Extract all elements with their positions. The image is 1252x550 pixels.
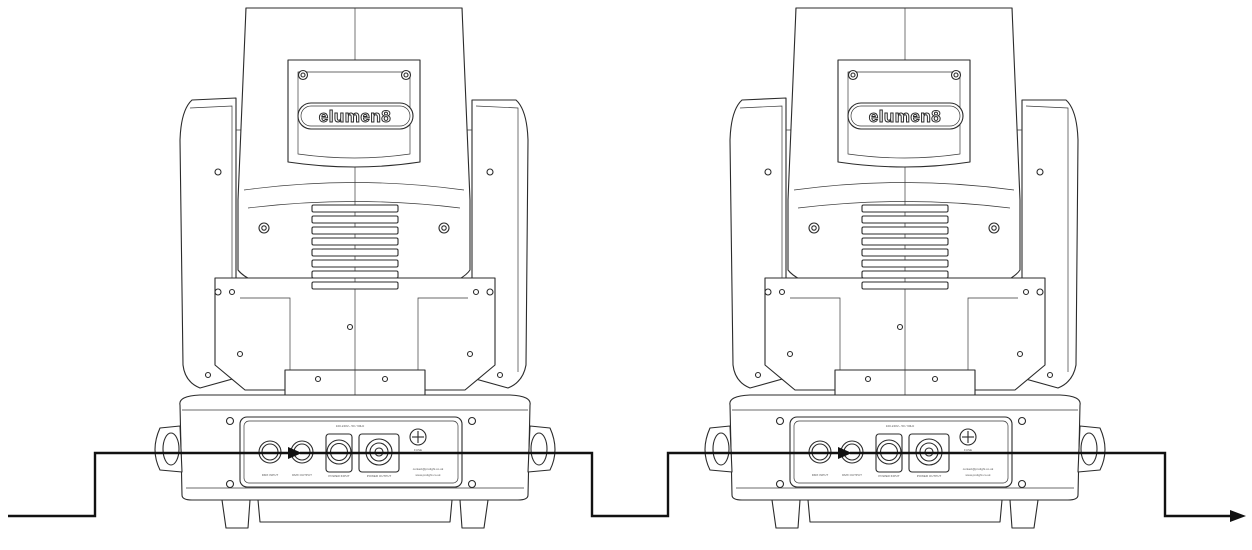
fixture-1-power-input-label: POWER INPUT (328, 474, 349, 478)
fixture-2-power-input-label: POWER INPUT (878, 474, 899, 478)
fixture-2-power-output-label: POWER OUTPUT (917, 474, 942, 478)
fixture-2-footer-1: contact@prolight.co.uk (963, 467, 994, 471)
dmx-cable-out (850, 451, 1232, 518)
dmx-cable-link (300, 451, 840, 518)
fixture-1-footer-1: contact@prolight.co.uk (413, 467, 444, 471)
fixture-1-panel-label: 100-240V~ 50 / 60Hz (336, 424, 365, 428)
dmx-cable-in (8, 451, 290, 518)
fixture-1-brand: elumen8 (319, 107, 391, 126)
fixture-2-brand: elumen8 (869, 107, 941, 126)
fixture-2-panel-label: 100-240V~ 50 / 60Hz (886, 424, 915, 428)
fixture-1-footer-2: www.prolight.co.uk (415, 473, 441, 477)
fixture-1: elumen8 100-240V~ 50 / 60Hz DMX INPUT DM… (154, 7, 556, 529)
dmx-in-arrowhead-1 (288, 447, 302, 459)
fixture-1-dmx-output-label: DMX OUTPUT (292, 473, 312, 477)
fixture-2-dmx-output-label: DMX OUTPUT (842, 473, 862, 477)
dmx-out-arrowhead (1230, 510, 1246, 522)
fixture-2-fuse-label: FUSE (964, 448, 972, 452)
fixture-1-fuse-label: FUSE (414, 448, 422, 452)
fixture-2-footer-2: www.prolight.co.uk (965, 473, 991, 477)
fixture-1-dmx-input-label: DMX INPUT (262, 473, 279, 477)
fixture-2-dmx-input-label: DMX INPUT (812, 473, 829, 477)
fixture-1-power-output-label: POWER OUTPUT (367, 474, 392, 478)
fixture-2: elumen8 100-240V~ 50 / 60Hz DMX INPUT DM… (704, 7, 1106, 529)
dmx-in-arrowhead-2 (838, 447, 852, 459)
